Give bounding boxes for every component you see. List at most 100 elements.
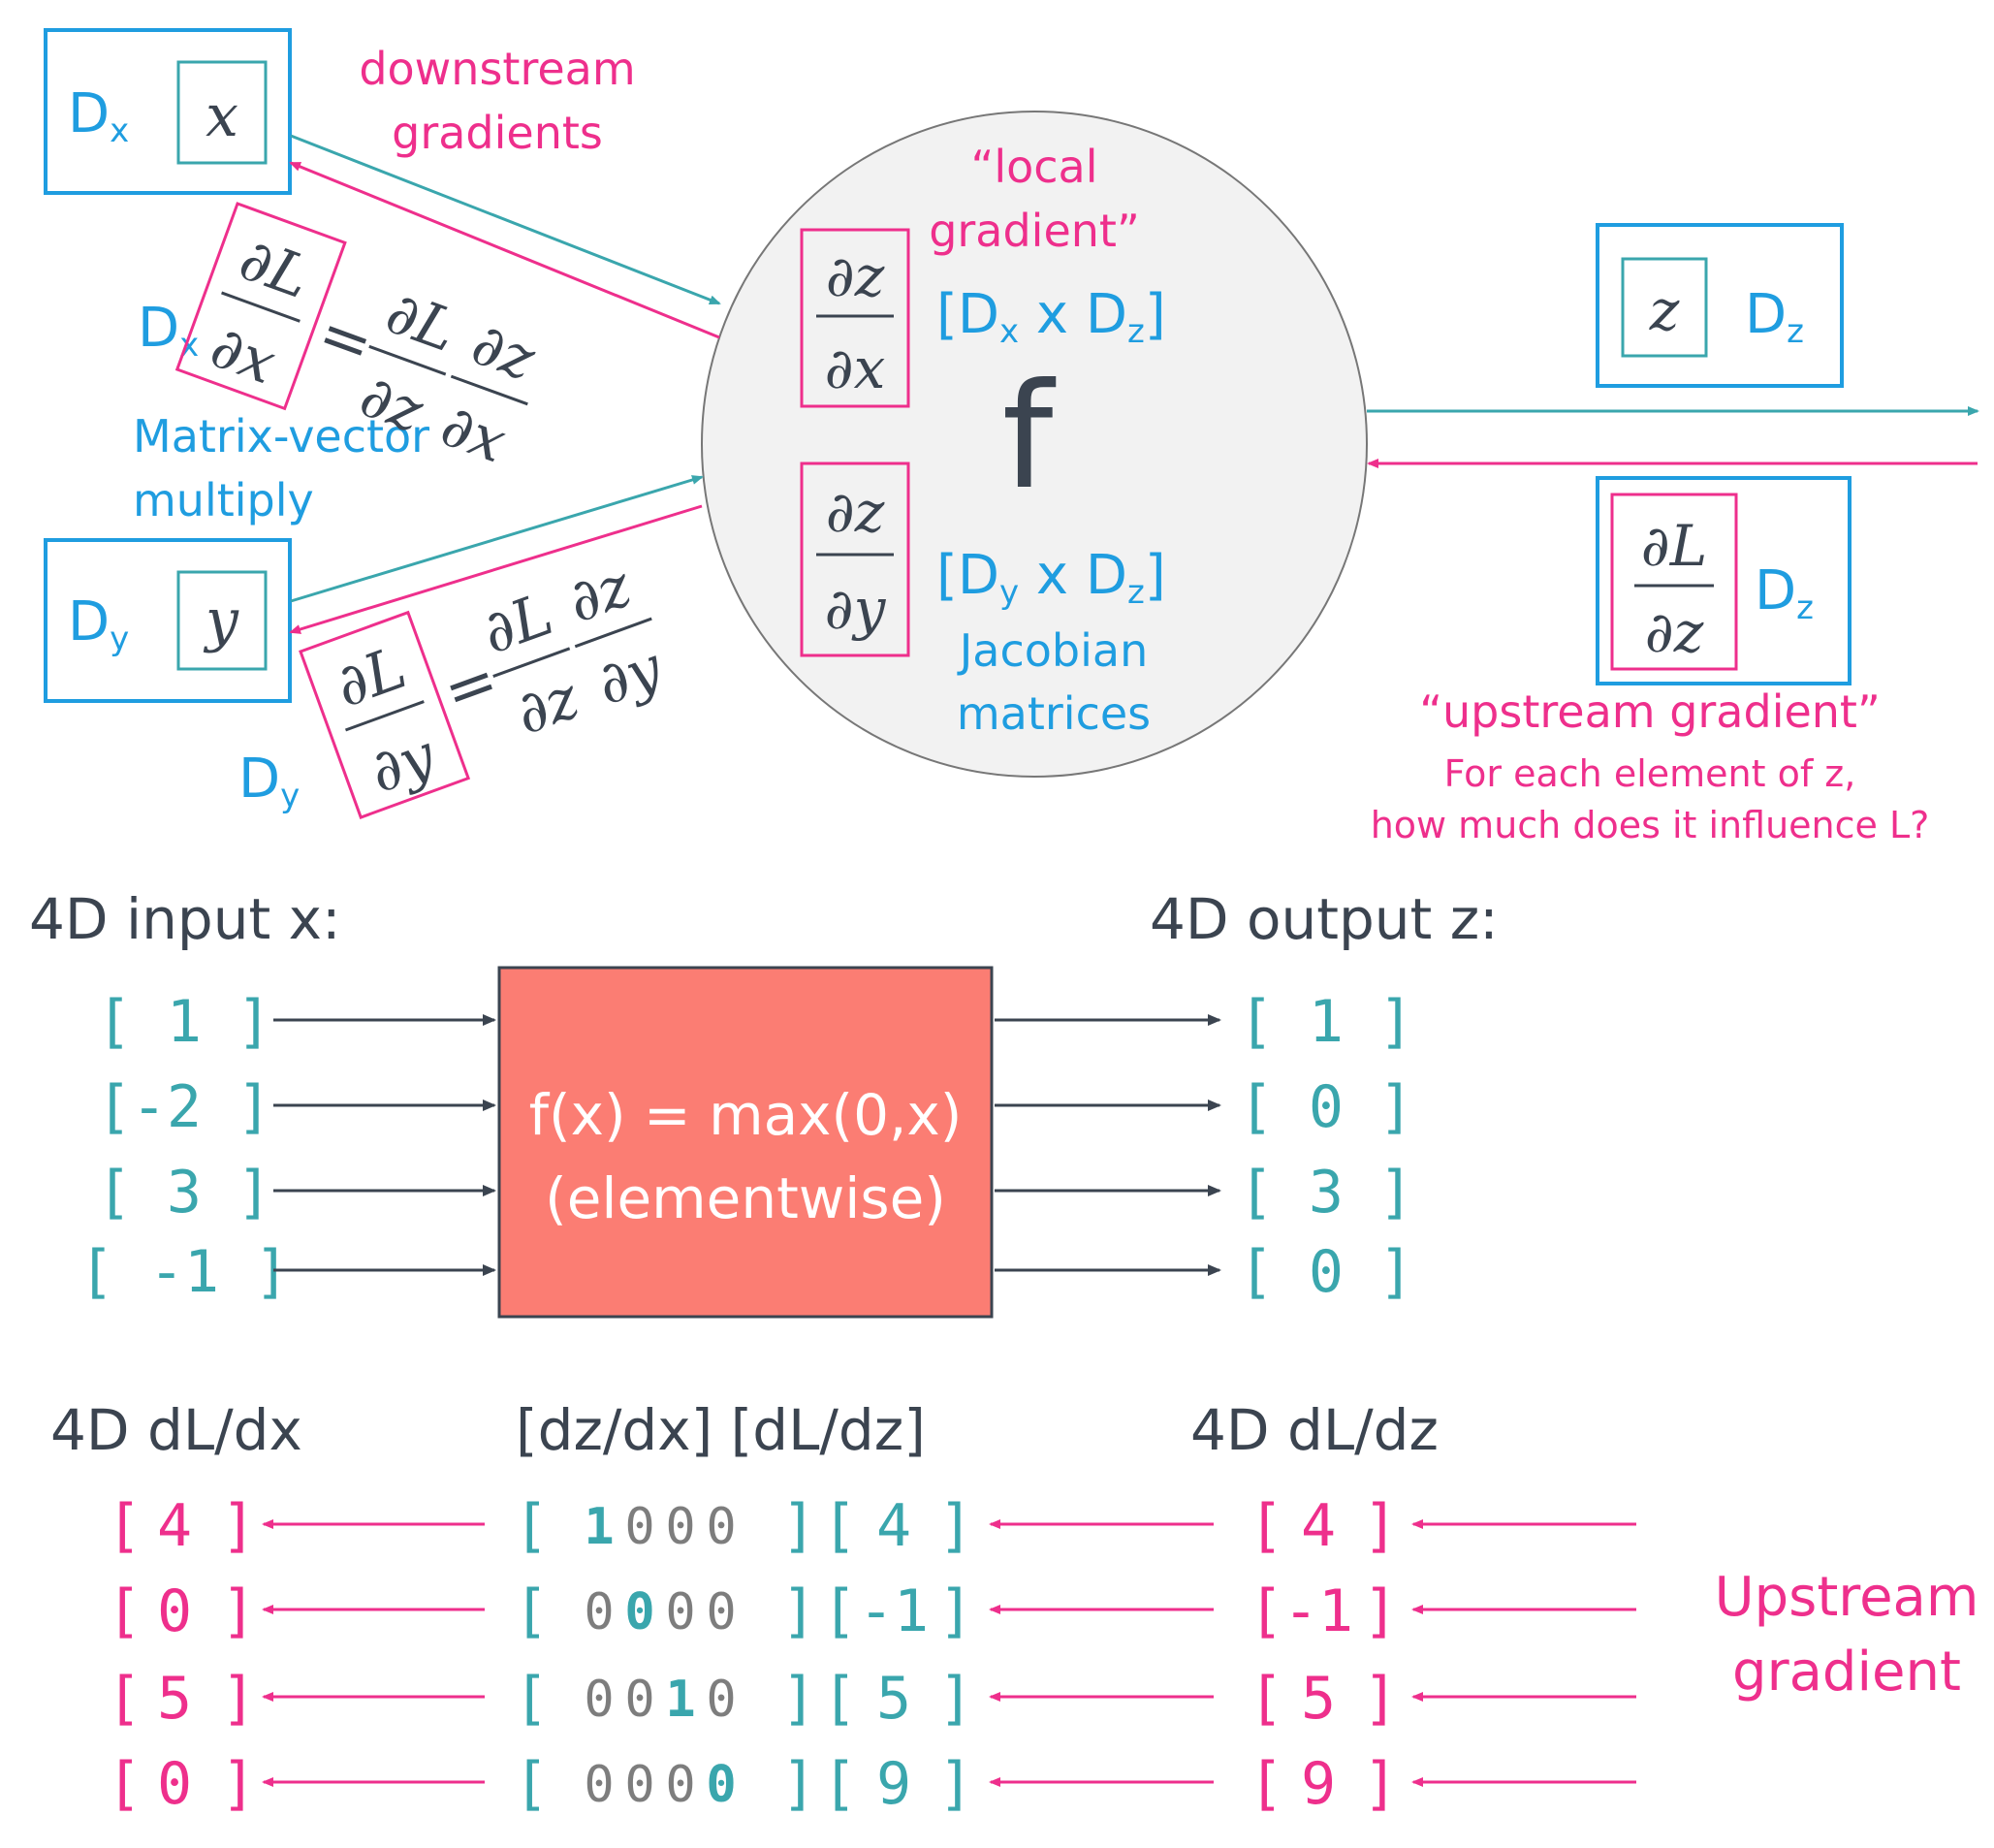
jacobian-entry: 0 xyxy=(624,1756,654,1814)
jacobian-diagonal: 1 xyxy=(584,1498,614,1556)
x-forward-arrow xyxy=(290,134,721,305)
dldz-bracket-left: [ xyxy=(1249,1577,1283,1645)
product-title: [dz/dx] [dL/dz] xyxy=(516,1397,926,1463)
dldx-value: 0 xyxy=(157,1750,192,1818)
svg-text:∂z: ∂z xyxy=(507,664,587,749)
dldz-bracket-right: ] xyxy=(1363,1665,1398,1733)
svg-text:∂z: ∂z xyxy=(826,479,885,545)
product-dldz-value: -1 xyxy=(859,1577,929,1645)
dzdy-shape: [Dy x Dz] xyxy=(936,544,1166,612)
product-bracket-right: ] xyxy=(938,1750,973,1818)
jacobian-entry: 0 xyxy=(706,1583,736,1641)
product-bracket-left: [ xyxy=(822,1492,857,1560)
matvec-label: Matrix-vector multiply xyxy=(133,410,429,526)
jacobian-label: Jacobian matrices xyxy=(957,624,1151,740)
svg-text:matrices: matrices xyxy=(957,687,1151,740)
upstream-question: For each element of z, how much does it … xyxy=(1371,752,1930,846)
dldx-bracket-left: [ xyxy=(107,1665,142,1733)
jacobian-entry: 0 xyxy=(624,1498,654,1556)
jacobian-bracket-left: [ xyxy=(514,1665,549,1733)
jacobian-entry: 0 xyxy=(665,1498,695,1556)
z-variable: z xyxy=(1649,277,1680,343)
x-dim-label: Dx xyxy=(68,82,129,150)
output-title: 4D output z: xyxy=(1150,886,1499,952)
dldx-bracket-right: ] xyxy=(221,1750,256,1818)
jacobian-entry: 0 xyxy=(624,1671,654,1729)
jacobian-bracket-left: [ xyxy=(514,1750,549,1818)
svg-text:downstream: downstream xyxy=(359,43,635,95)
input-value: [ -1 ] xyxy=(79,1238,290,1306)
output-value: [ 0 ] xyxy=(1239,1238,1414,1306)
input-title: 4D input x: xyxy=(29,886,341,952)
dzdy-fraction: ∂z ∂y xyxy=(800,462,910,657)
dldx-value: 0 xyxy=(157,1577,192,1645)
input-value: [ 3 ] xyxy=(97,1159,272,1227)
dldx-bracket-left: [ xyxy=(107,1577,142,1645)
svg-text:Matrix-vector: Matrix-vector xyxy=(133,410,429,462)
dldz-bracket-right: ] xyxy=(1363,1577,1398,1645)
node-symbol: f xyxy=(1002,353,1057,522)
product-bracket-right: ] xyxy=(938,1665,973,1733)
x-variable: x xyxy=(206,82,238,150)
product-bracket-left: [ xyxy=(822,1750,857,1818)
dldx-bracket-right: ] xyxy=(221,1665,256,1733)
relu-function-box xyxy=(497,966,994,1319)
svg-text:∂z: ∂z xyxy=(826,243,885,309)
jacobian-entry: 0 xyxy=(706,1498,736,1556)
dldz-value: 9 xyxy=(1301,1750,1336,1818)
dldz-dim-label: Dz xyxy=(1755,559,1814,627)
relu-arrows xyxy=(273,1014,1221,1276)
dldx-bracket-right: ] xyxy=(221,1577,256,1645)
dldz-value: -1 xyxy=(1283,1577,1353,1645)
dldz-bracket-right: ] xyxy=(1363,1750,1398,1818)
z-output-box: z Dz xyxy=(1596,223,1844,388)
product-bracket-right: ] xyxy=(938,1492,973,1560)
jacobian-entry: 0 xyxy=(665,1756,695,1814)
dldz-bracket-left: [ xyxy=(1249,1492,1283,1560)
output-vector: [ 1 ][ 0 ][ 3 ][ 0 ] xyxy=(1239,988,1414,1306)
jacobian-entry: 0 xyxy=(665,1583,695,1641)
x-backward-arrow xyxy=(289,161,720,339)
jacobian-diagonal: 1 xyxy=(665,1671,695,1729)
local-gradient-label: “local gradient” xyxy=(929,141,1140,257)
output-value: [ 1 ] xyxy=(1239,988,1414,1056)
svg-text:gradient”: gradient” xyxy=(929,205,1140,257)
jacobian-bracket-right: ] xyxy=(781,1492,816,1560)
dldz-box: ∂L ∂z Dz xyxy=(1596,476,1852,685)
svg-text:∂y: ∂y xyxy=(362,721,445,807)
y-input-box: Dy y xyxy=(44,538,292,703)
jacobian-entry: 0 xyxy=(706,1671,736,1729)
dldz-bracket-left: [ xyxy=(1249,1750,1283,1818)
svg-text:∂L: ∂L xyxy=(377,278,465,366)
upstream-word: Upstream gradient xyxy=(1715,1566,1979,1704)
svg-text:Upstream: Upstream xyxy=(1715,1566,1979,1629)
svg-text:multiply: multiply xyxy=(133,474,314,526)
dldz-title: 4D dL/dz xyxy=(1190,1397,1439,1463)
svg-text:how much does it influence L?: how much does it influence L? xyxy=(1371,804,1930,846)
dldz-bracket-right: ] xyxy=(1363,1492,1398,1560)
jacobian-bracket-right: ] xyxy=(781,1750,816,1818)
svg-text:∂z: ∂z xyxy=(463,309,544,394)
jacobian-bracket-left: [ xyxy=(514,1577,549,1645)
svg-text:∂z: ∂z xyxy=(559,552,640,636)
y-dim-label: Dy xyxy=(68,590,129,658)
product-bracket-left: [ xyxy=(822,1577,857,1645)
svg-text:∂x: ∂x xyxy=(825,335,886,401)
dldx-bracket-left: [ xyxy=(107,1492,142,1560)
output-value: [ 3 ] xyxy=(1239,1159,1414,1227)
input-value: [-2 ] xyxy=(97,1073,272,1141)
svg-text:∂L: ∂L xyxy=(327,634,415,721)
dldz-value: 5 xyxy=(1301,1665,1336,1733)
svg-text:For each element of z,: For each element of z, xyxy=(1444,752,1856,795)
svg-text:∂L: ∂L xyxy=(1641,513,1708,579)
jacobian-bracket-left: [ xyxy=(514,1492,549,1560)
input-value: [ 1 ] xyxy=(97,988,272,1056)
jacobian-entry: 0 xyxy=(584,1671,614,1729)
dzdx-shape: [Dx x Dz] xyxy=(936,283,1166,351)
dldx-title: 4D dL/dx xyxy=(50,1397,302,1463)
svg-text:Jacobian: Jacobian xyxy=(957,624,1149,677)
